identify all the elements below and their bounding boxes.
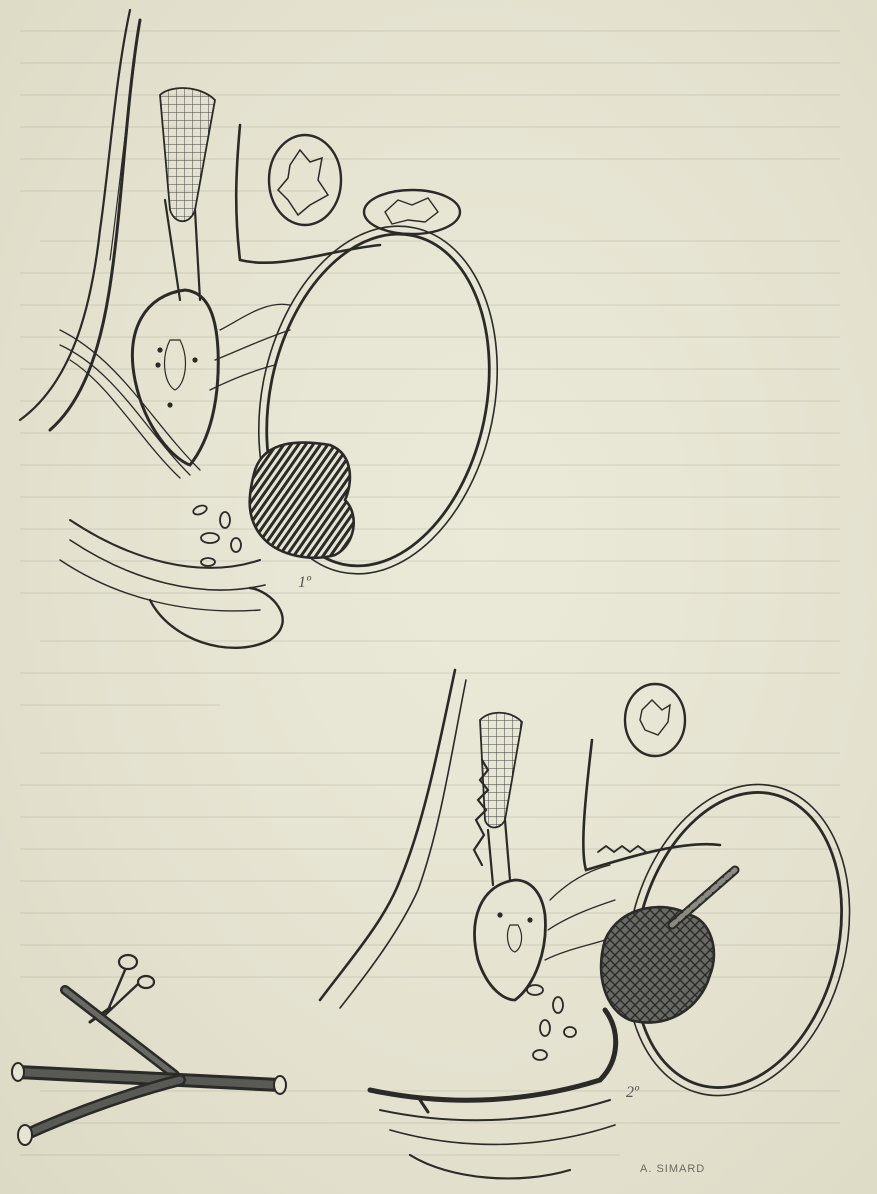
- figure-2-drawing: [320, 670, 877, 1178]
- figure-1-drawing: [20, 10, 528, 648]
- figure-1-label: 1º: [298, 574, 311, 592]
- figure-2-label: 2º: [626, 1084, 639, 1102]
- artist-signature: A. SIMARD: [640, 1163, 705, 1175]
- catheter-icon: [12, 990, 286, 1145]
